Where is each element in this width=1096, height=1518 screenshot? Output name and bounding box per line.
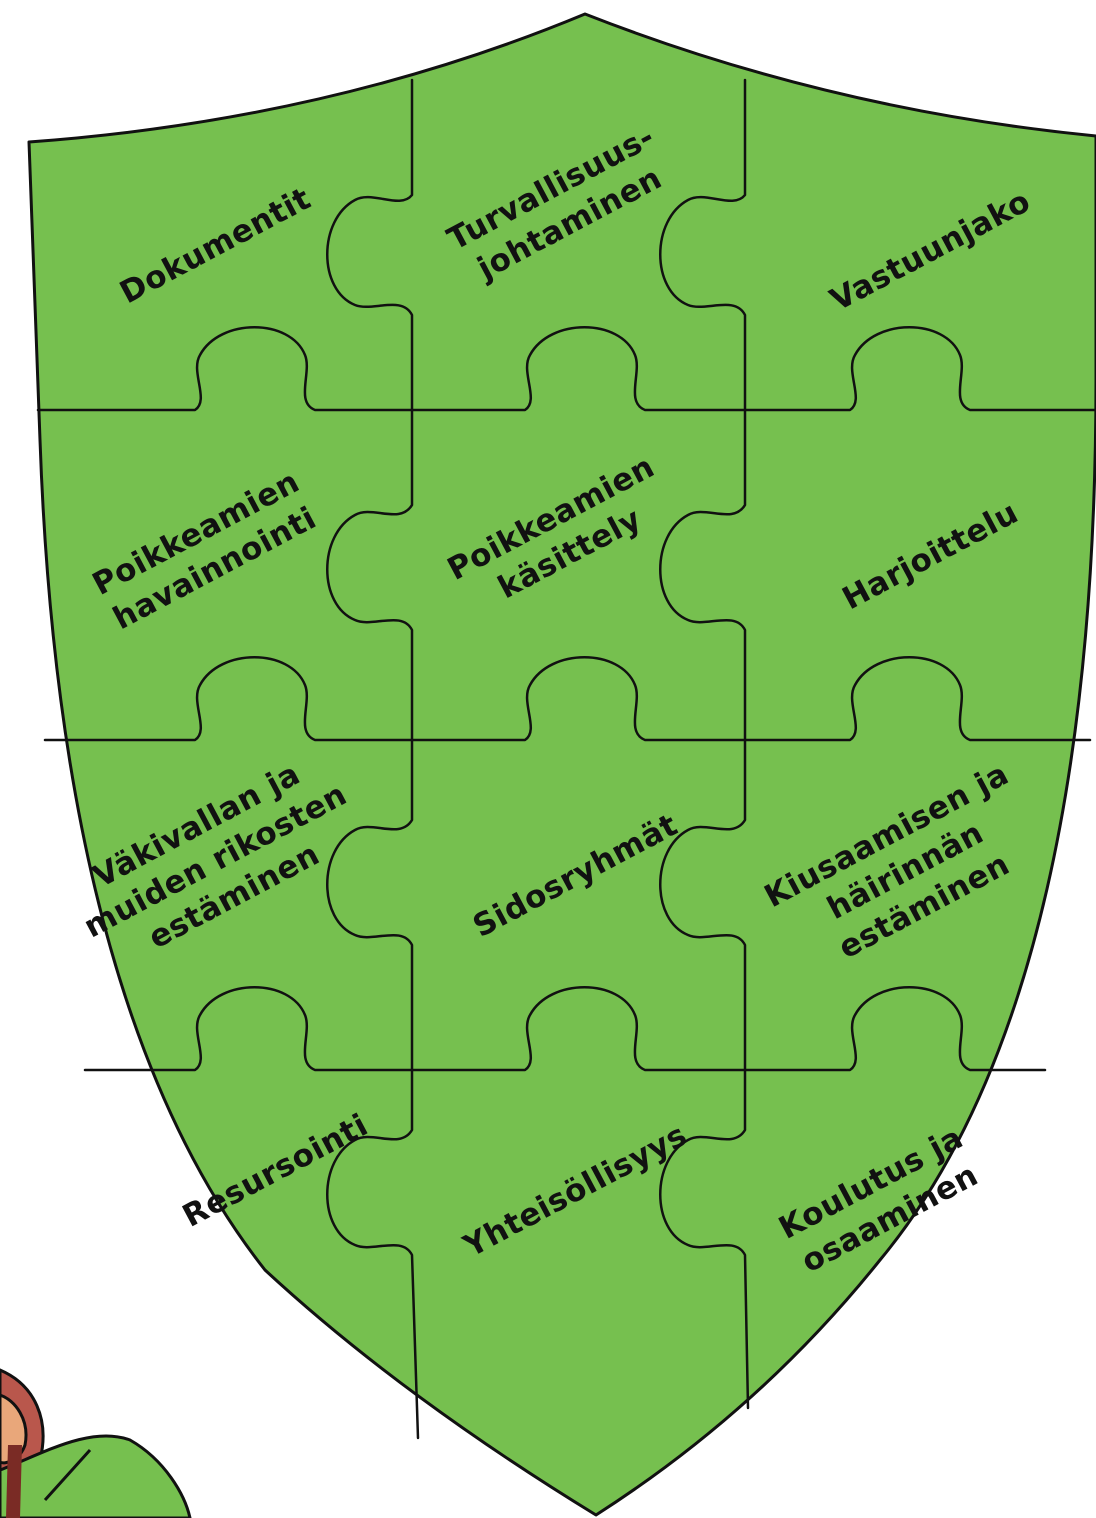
magnifier-handle-icon [6,1445,22,1518]
person-illustration [0,1370,190,1518]
